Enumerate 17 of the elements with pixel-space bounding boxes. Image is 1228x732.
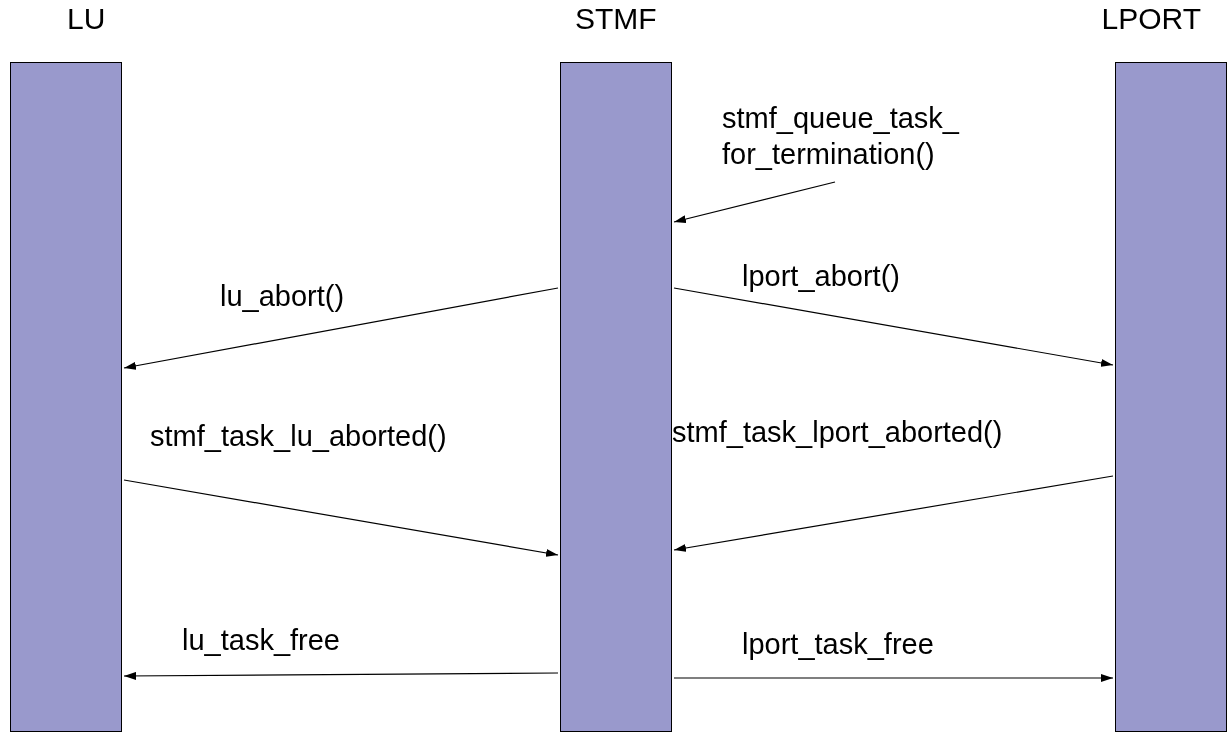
message-arrow xyxy=(673,287,1114,367)
message-arrow xyxy=(673,475,1114,552)
message-label: lport_abort() xyxy=(742,259,900,294)
message-label: lu_task_free xyxy=(182,623,340,658)
message-arrow xyxy=(123,479,559,557)
message-label: lport_task_free xyxy=(742,627,934,662)
message-arrow xyxy=(673,181,836,223)
lifeline-heading: LU xyxy=(67,2,106,36)
message-arrow xyxy=(673,674,1114,682)
message-arrow xyxy=(123,671,559,680)
message-arrow xyxy=(123,287,559,370)
message-label: stmf_task_lu_aborted() xyxy=(150,419,447,454)
message-label: lu_abort() xyxy=(220,279,345,314)
lifeline-heading: LPORT xyxy=(1101,2,1201,36)
message-label: stmf_queue_task_ for_termination() xyxy=(722,101,961,172)
message-label: stmf_task_lport_aborted() xyxy=(672,415,1003,450)
lifeline-heading: STMF xyxy=(575,2,657,36)
